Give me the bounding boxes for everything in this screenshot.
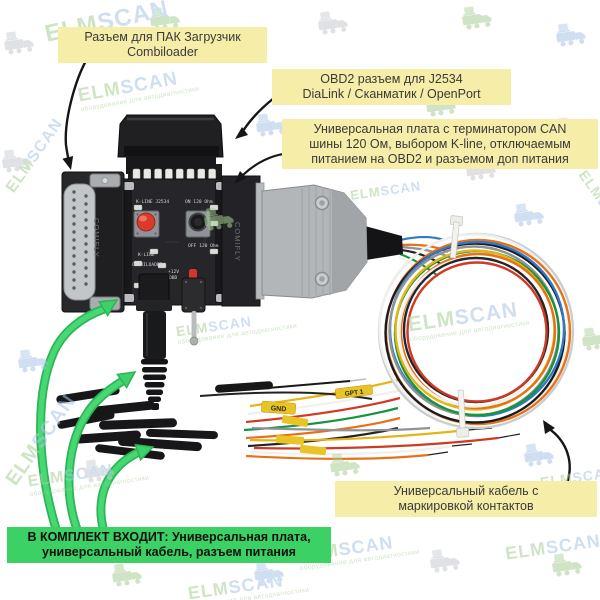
- silk-obd: OBD: [169, 275, 178, 281]
- label-universal-cable: Универсальный кабель с маркировкой конта…: [335, 481, 597, 517]
- pcb: K-LINE J2534 ON 120 Ohm OFF 120 Ohm K-LI…: [120, 178, 228, 306]
- probe-wires: [243, 378, 521, 460]
- obd2-connector: [117, 114, 224, 174]
- green-arrows: [36, 299, 155, 537]
- connector-brand-left: COMIFLY: [92, 218, 101, 258]
- silk-kline-j2534: K-LINE J2534: [136, 199, 169, 205]
- svg-text:GND: GND: [270, 405, 286, 413]
- svg-text:GPT 1: GPT 1: [344, 389, 364, 398]
- black-button: [185, 210, 211, 238]
- label-combiloader: Разъем для ПАК Загрузчик Combiloader: [58, 27, 267, 63]
- wire-tags: GND GPT 1: [261, 384, 373, 456]
- silk-12v: +12V: [168, 269, 179, 275]
- power-plug: [136, 273, 172, 410]
- wire-tag-gnd: GND: [261, 400, 297, 415]
- hood-screw-top: [314, 195, 330, 211]
- label-obd2: OBD2 разъем для J2534 DiaLink / Сканмати…: [272, 69, 511, 105]
- silk-on-120: ON 120 Ohm: [185, 199, 213, 205]
- label-universal-board: Универсальная плата с терминатором CAN ш…: [282, 119, 598, 170]
- connector-brand-right: COMIFLY: [233, 222, 242, 262]
- adapter-board: K-LINE J2534 ON 120 Ohm OFF 120 Ohm K-LI…: [117, 114, 228, 306]
- hood-screw-bottom: [314, 271, 330, 287]
- db25-hood-right: COMIFLY: [221, 175, 403, 307]
- zip-ties: [449, 215, 470, 438]
- label-kit-contents: В КОМПЛЕКТ ВХОДИТ: Универсальная плата, …: [7, 527, 331, 563]
- silk-combiloader: COMBILOADER: [132, 262, 163, 268]
- red-button: [133, 210, 160, 238]
- wire-coil: [377, 232, 575, 430]
- toggle-switch: [181, 269, 206, 346]
- silk-off-120: OFF 120 Ohm: [188, 243, 219, 249]
- cable-boot: [365, 226, 403, 260]
- db25-male-left: COMIFLY: [61, 171, 125, 313]
- silk-kline: K-LINE: [138, 252, 155, 258]
- wire-tag-gpt1: GPT 1: [334, 384, 373, 399]
